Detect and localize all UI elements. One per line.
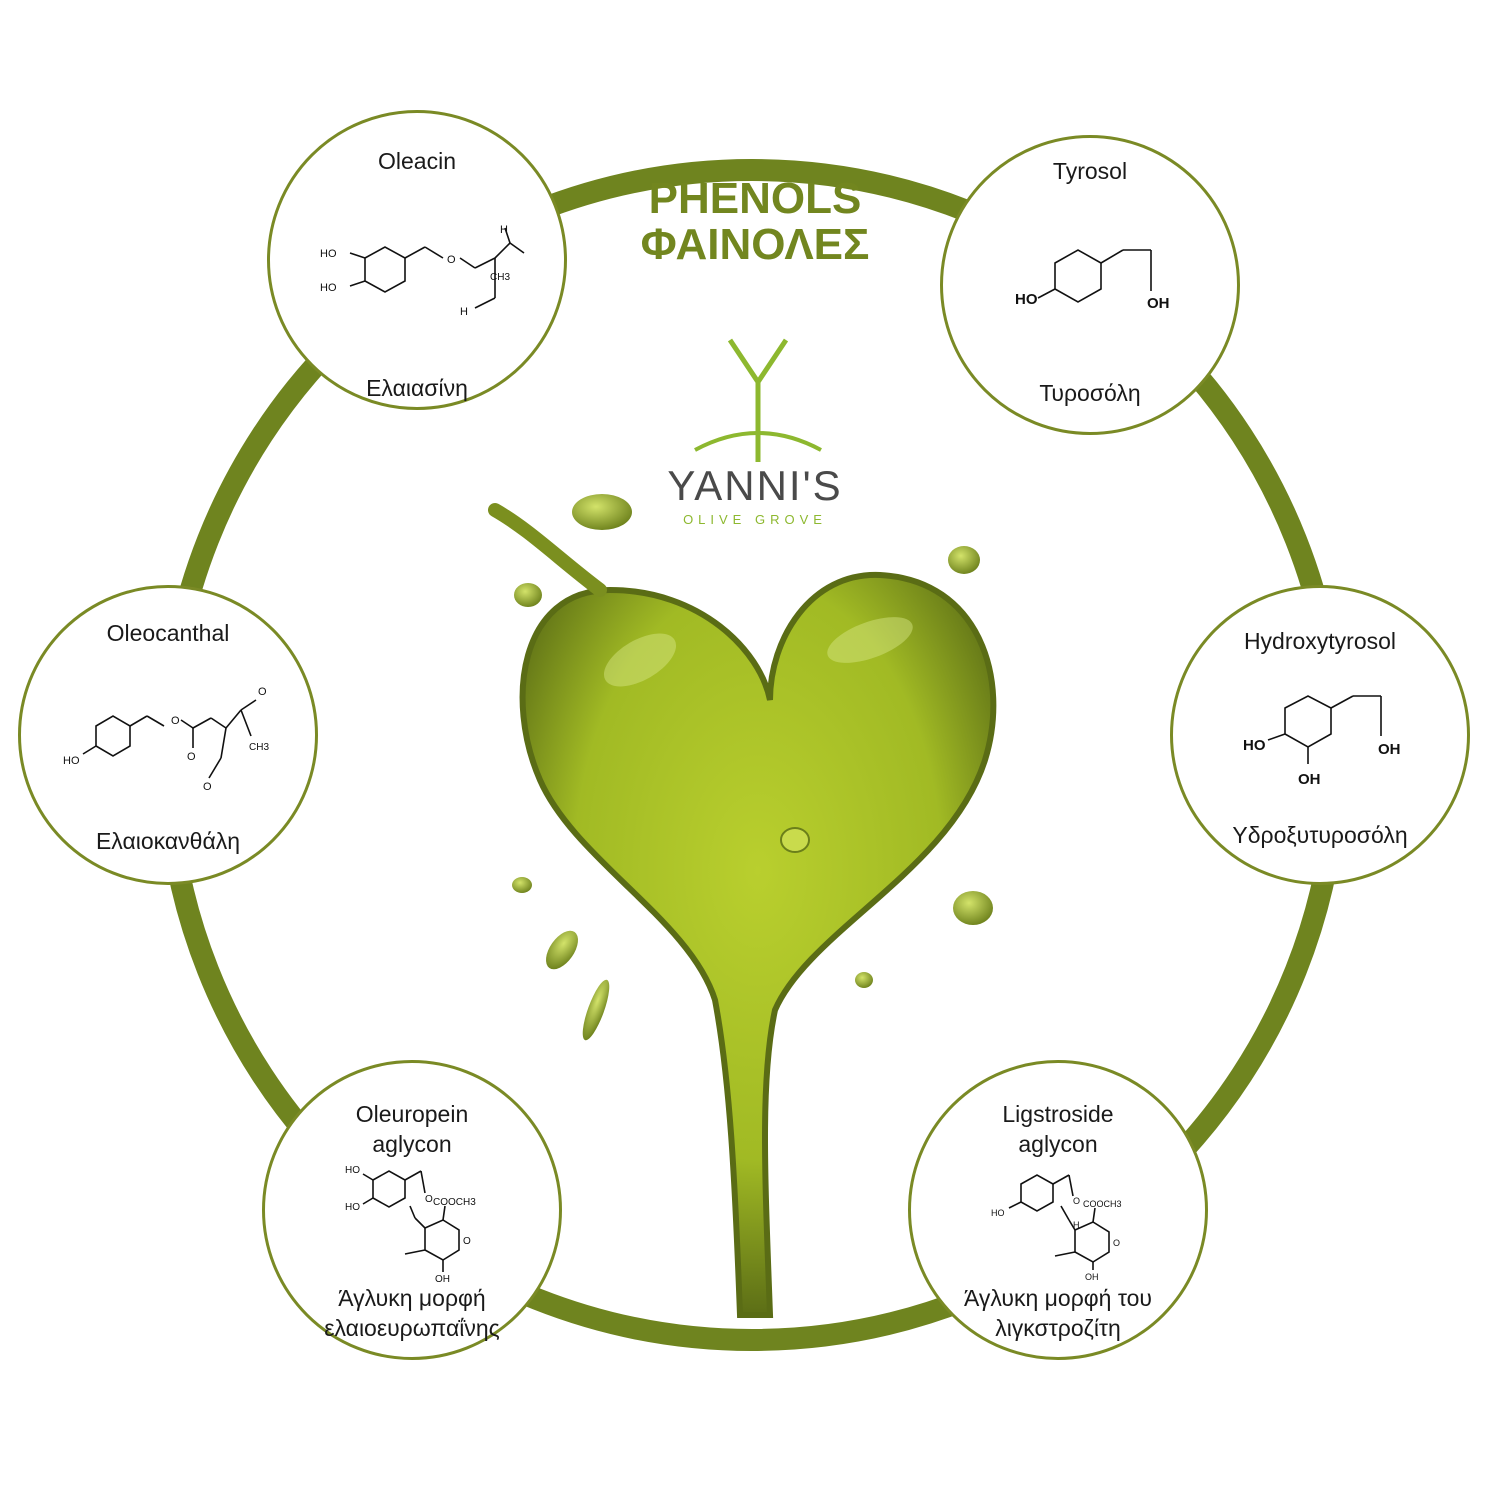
title-english: PHENOLS (648, 174, 862, 223)
chem-label-o: O (1113, 1238, 1120, 1248)
compound-name-gr: Τυροσόλη (1039, 380, 1141, 406)
oleuropein-aglycon-structure-icon: HO HO O COOCH3 OH O (345, 1165, 476, 1283)
chem-label-o: O (463, 1236, 471, 1247)
ligstroside-aglycon-structure-icon: HO O COOCH3 H OH O (991, 1174, 1122, 1282)
chem-label-ho: HO (320, 248, 337, 260)
chem-label-oh: OH (1085, 1272, 1099, 1282)
brand-name: YANNI'S (667, 462, 843, 509)
compound-node-oleuropein-aglycon: Oleuropein aglycon HO HO O COOCH3 OH O Ά… (262, 1060, 562, 1360)
olive-tree-logo-icon (694, 338, 822, 462)
compound-name-en: Oleacin (378, 148, 456, 174)
chem-label-ho: HO (1015, 291, 1038, 308)
chem-label-o: O (203, 781, 212, 793)
compound-name-gr: Υδροξυτυροσόλη (1232, 822, 1408, 848)
chem-label-o: O (171, 715, 180, 727)
compound-name-gr: Άγλυκη μορφή του λιγκστροζίτη (964, 1285, 1152, 1341)
chem-label-o: O (425, 1194, 433, 1205)
brand-tagline: OLIVE GROVE (683, 512, 827, 527)
compound-name-en: Hydroxytyrosol (1243, 628, 1397, 654)
chem-label-oh: OH (1378, 741, 1401, 758)
chem-label-h: H (1073, 1220, 1080, 1230)
diagram-title: PHENOLS ΦΑΙΝΟΛΕΣ (560, 176, 950, 268)
chem-label-ho: HO (63, 755, 80, 767)
chem-label-o: O (1073, 1196, 1080, 1206)
oleacin-structure-icon: HO HO O H CH3 H (320, 224, 525, 318)
chem-label-ho: HO (345, 1202, 360, 1213)
chem-label-cooch3: COOCH3 (433, 1197, 476, 1208)
chem-label-ch3: CH3 (490, 272, 510, 283)
compound-name-en: Oleuropein aglycon (355, 1101, 469, 1157)
compound-name-en: Ligstroside aglycon (1002, 1101, 1114, 1157)
chem-label-h: H (460, 306, 468, 318)
compound-node-oleocanthal: Oleocanthal HO O O O CH3 O Ελαιοκανθάλη (18, 585, 318, 885)
chem-label-cooch3: COOCH3 (1083, 1199, 1122, 1209)
compound-node-oleacin: Oleacin HO HO O H CH3 H Ελαιασίνη (267, 110, 567, 410)
oleocanthal-structure-icon: HO O O O CH3 O (63, 686, 269, 793)
chem-label-oh: OH (1147, 295, 1170, 312)
compound-name-gr: Ελαιοκανθάλη (95, 828, 241, 854)
chem-label-ho: HO (991, 1208, 1005, 1218)
chem-label-oh: OH (1298, 771, 1321, 788)
chem-label-ho: HO (1243, 737, 1266, 754)
chem-label-o: O (447, 254, 456, 266)
chem-label-o: O (258, 686, 267, 698)
title-greek: ΦΑΙΝΟΛΕΣ (640, 220, 870, 269)
chem-label-o: O (187, 751, 196, 763)
chem-label-ho: HO (345, 1165, 360, 1176)
compound-node-tyrosol: Tyrosol HO OH Τυροσόλη (940, 135, 1240, 435)
compound-node-hydroxytyrosol: Hydroxytyrosol HO OH OH Υδροξυτυροσόλη (1170, 585, 1470, 885)
chem-label-oh: OH (435, 1274, 450, 1283)
chem-label-ho: HO (320, 282, 337, 294)
compound-name-en: Oleocanthal (106, 620, 230, 646)
hydroxytyrosol-structure-icon: HO OH OH (1243, 695, 1401, 788)
compound-name-gr: Άγλυκη μορφή ελαιοευρωπαΐνης (324, 1285, 500, 1341)
tyrosol-structure-icon: HO OH (1015, 249, 1170, 312)
chem-label-h: H (500, 224, 508, 236)
compound-node-ligstroside-aglycon: Ligstroside aglycon HO O COOCH3 H OH O Ά… (908, 1060, 1208, 1360)
compound-name-en: Tyrosol (1052, 158, 1128, 184)
compound-name-gr: Ελαιασίνη (366, 375, 468, 401)
chem-label-ch3: CH3 (249, 742, 269, 753)
